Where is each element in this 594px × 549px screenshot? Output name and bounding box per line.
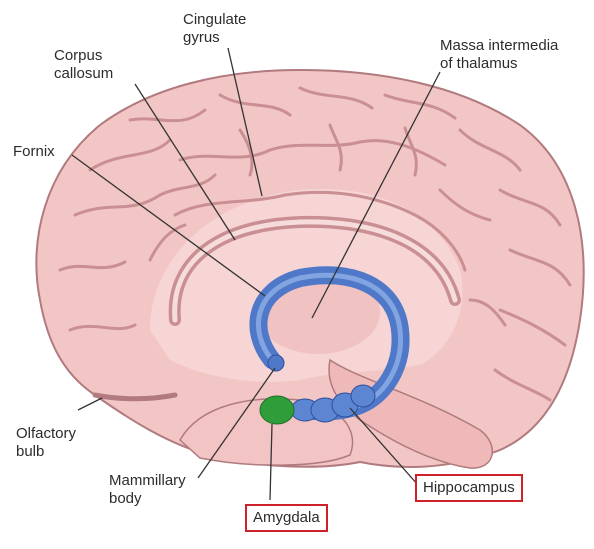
label-corpus-line1: Corpus [54, 47, 113, 65]
label-cingulate-line1: Cingulate [183, 11, 246, 29]
label-massa-line1: Massa intermedia [440, 37, 558, 55]
label-massa-intermedia: Massa intermedia of thalamus [440, 37, 558, 73]
label-amygdala: Amygdala [245, 504, 328, 532]
label-mammillary-line1: Mammillary [109, 472, 186, 490]
label-olfactory-line1: Olfactory [16, 425, 76, 443]
label-olfactory-line2: bulb [16, 443, 76, 461]
label-mammillary-body: Mammillary body [109, 472, 186, 508]
label-cingulate-line2: gyrus [183, 29, 246, 47]
mammillary-body [268, 355, 284, 371]
label-corpus-callosum: Corpus callosum [54, 47, 113, 83]
label-corpus-line2: callosum [54, 65, 113, 83]
label-fornix: Fornix [13, 143, 55, 161]
leader-olfactory [78, 398, 102, 410]
label-olfactory-bulb: Olfactory bulb [16, 425, 76, 461]
label-cingulate-gyrus: Cingulate gyrus [183, 11, 246, 47]
label-mammillary-line2: body [109, 490, 186, 508]
label-massa-line2: of thalamus [440, 55, 558, 73]
label-hippocampus: Hippocampus [415, 474, 523, 502]
amygdala [260, 396, 294, 424]
